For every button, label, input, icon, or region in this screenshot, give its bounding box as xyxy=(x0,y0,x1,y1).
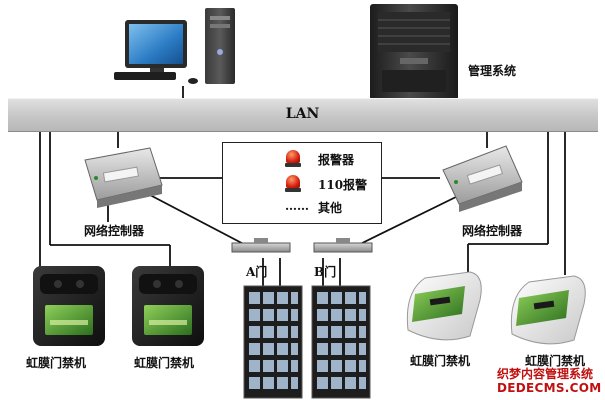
siren-icon xyxy=(286,150,300,163)
network-controller-right-label: 网络控制器 xyxy=(462,224,523,238)
siren-base xyxy=(285,188,301,192)
lan-bar xyxy=(8,98,598,132)
iris-reader-3 xyxy=(406,271,482,341)
watermark-text: 织梦内容管理系统 xyxy=(497,367,594,381)
magnetic-lock-b xyxy=(313,238,373,253)
alarm-item-110: 110报警 xyxy=(318,178,368,192)
door-a xyxy=(243,285,303,399)
alarm-item-other: 其他 xyxy=(318,201,343,215)
door-b xyxy=(311,285,371,399)
alarm-ellipsis: …… xyxy=(285,199,309,213)
magnetic-lock-a xyxy=(231,238,291,253)
iris-reader-4 xyxy=(510,275,586,345)
alarm-item-alarm: 报警器 xyxy=(318,153,355,167)
door-a-label: A门 xyxy=(246,265,268,279)
network-controller-left-label: 网络控制器 xyxy=(84,224,145,238)
management-system-label: 管理系统 xyxy=(468,64,517,78)
iris-reader-2-label: 虹膜门禁机 xyxy=(134,356,195,370)
iris-reader-1 xyxy=(33,266,105,346)
lan-label: LAN xyxy=(285,106,320,122)
alarm-box xyxy=(222,142,382,224)
watermark-domain: DEDECMS.COM xyxy=(497,381,602,395)
desktop-computer xyxy=(114,8,235,84)
iris-reader-4-label: 虹膜门禁机 xyxy=(525,354,586,368)
network-controller-left xyxy=(84,147,163,208)
siren-icon xyxy=(286,175,300,188)
siren-base xyxy=(285,163,301,167)
server-tower xyxy=(370,4,458,100)
iris-reader-3-label: 虹膜门禁机 xyxy=(410,354,471,368)
network-controller-right xyxy=(442,145,523,212)
iris-reader-2 xyxy=(132,266,204,346)
iris-reader-1-label: 虹膜门禁机 xyxy=(26,356,87,370)
door-b-label: B门 xyxy=(314,265,337,279)
